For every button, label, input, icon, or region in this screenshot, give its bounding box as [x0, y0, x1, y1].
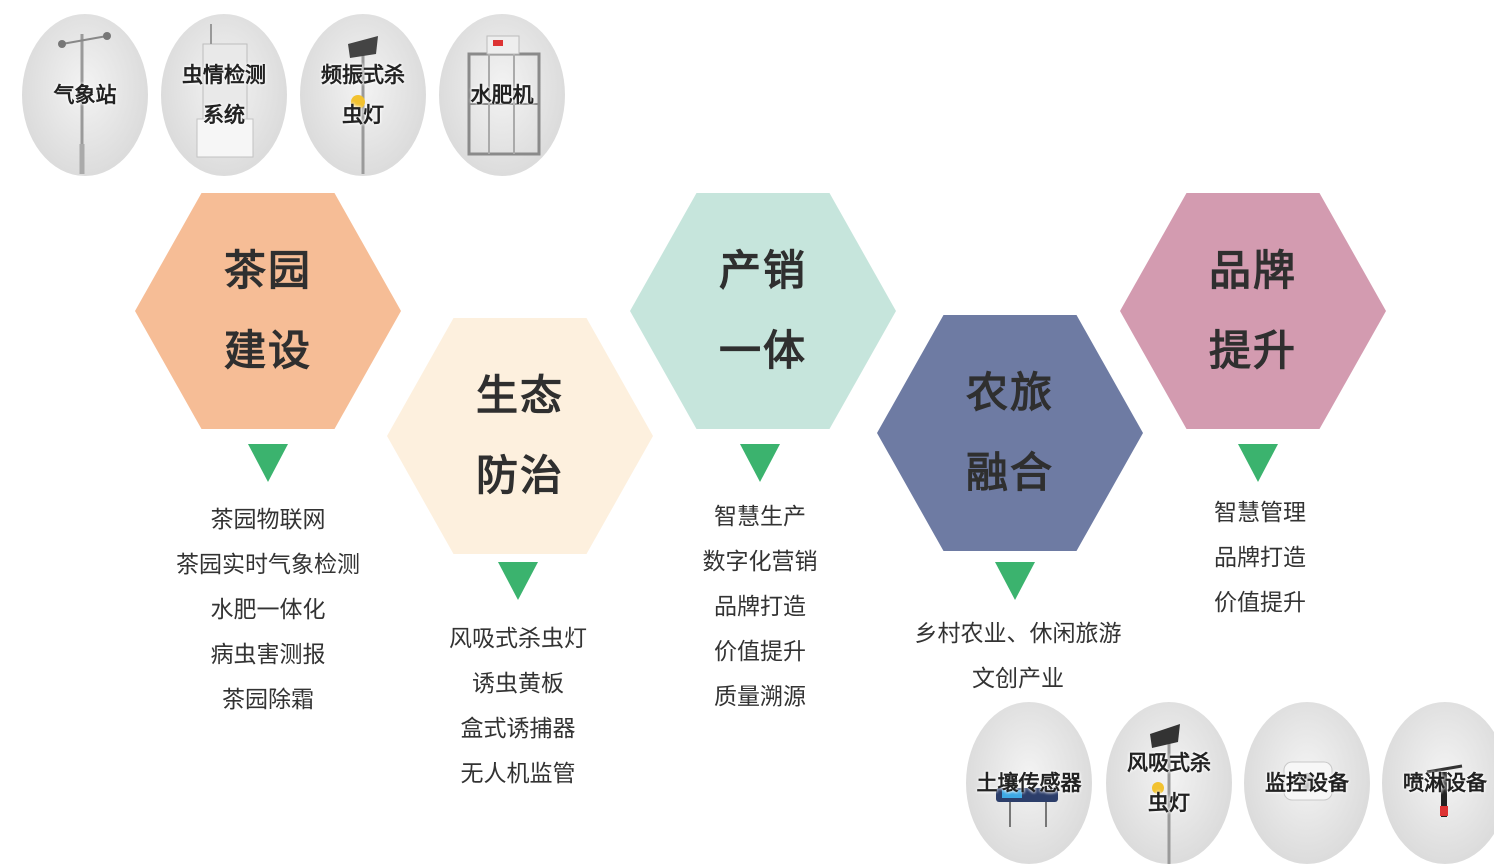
stage-title: 防治 [475, 451, 564, 500]
stage-hexagon-agri-tourism: 农旅 融合 [877, 315, 1143, 551]
device-insect-monitor: 虫情检测系统 [161, 14, 287, 176]
stage-title: 农旅 [965, 368, 1054, 417]
list-item: 无人机监管 [460, 761, 576, 787]
list-item: 智慧生产 [714, 504, 806, 530]
device-sprinkler: 喷淋设备 [1382, 702, 1494, 864]
list-item: 数字化营销 [702, 549, 818, 575]
stage-hexagon-brand-upgrade: 品牌 提升 [1120, 193, 1386, 429]
stage-hexagon-production-sales: 产销 一体 [630, 193, 896, 429]
device-insect-lamp: 频振式杀虫灯 [300, 14, 426, 176]
list-item: 价值提升 [714, 639, 806, 665]
down-arrow-icon [740, 444, 780, 482]
list-item: 智慧管理 [1214, 500, 1306, 526]
list-item: 品牌打造 [1214, 545, 1306, 571]
fertigation-machine-icon [467, 35, 541, 156]
device-weather-station: 气象站 [22, 14, 148, 176]
list-item: 风吸式杀虫灯 [449, 626, 587, 652]
stage-item-list: 智慧生产 数字化营销 品牌打造 价值提升 质量溯源 [610, 495, 910, 720]
device-label: 监控设备 [1265, 771, 1349, 795]
insect-monitor-icon [196, 24, 254, 158]
list-item: 价值提升 [1214, 590, 1306, 616]
device-label: 气象站 [53, 83, 117, 107]
suction-insect-lamp-icon [1150, 724, 1180, 864]
list-item: 质量溯源 [714, 684, 806, 710]
device-label: 虫情检测系统 [182, 63, 266, 127]
list-item: 茶园实时气象检测 [176, 552, 360, 578]
device-label: 风吸式杀虫灯 [1127, 751, 1211, 815]
list-item: 水肥一体化 [210, 597, 326, 623]
list-item: 文创产业 [972, 666, 1064, 692]
stage-title: 生态 [475, 371, 564, 420]
stage-title: 品牌 [1208, 246, 1297, 295]
stage-hexagon-tea-garden-construction: 茶园 建设 [135, 193, 401, 429]
list-item: 茶园物联网 [210, 507, 326, 533]
down-arrow-icon [498, 562, 538, 600]
list-item: 品牌打造 [714, 594, 806, 620]
device-soil-sensor: 土壤传感器 [966, 702, 1092, 864]
list-item: 乡村农业、休闲旅游 [914, 621, 1122, 647]
down-arrow-icon [248, 444, 288, 482]
device-fertigation: 水肥机 [439, 14, 565, 176]
stage-title: 产销 [718, 246, 807, 295]
stage-title: 建设 [223, 326, 312, 375]
device-suction-insect-lamp: 风吸式杀虫灯 [1106, 702, 1232, 864]
stage-title: 一体 [718, 326, 807, 375]
stage-item-list: 乡村农业、休闲旅游 文创产业 [868, 612, 1168, 702]
camera-icon [1283, 761, 1333, 801]
device-label: 土壤传感器 [976, 771, 1082, 795]
sprinkler-icon [1426, 764, 1463, 817]
list-item: 病虫害测报 [210, 642, 326, 668]
stage-title: 融合 [965, 448, 1054, 497]
stage-item-list: 风吸式杀虫灯 诱虫黄板 盒式诱捕器 无人机监管 [368, 617, 668, 797]
list-item: 茶园除霜 [222, 687, 314, 713]
device-label: 频振式杀虫灯 [321, 63, 405, 127]
device-label: 喷淋设备 [1403, 771, 1487, 795]
down-arrow-icon [995, 562, 1035, 600]
stage-item-list: 智慧管理 品牌打造 价值提升 [1110, 491, 1410, 626]
list-item: 盒式诱捕器 [460, 716, 576, 742]
stage-title: 茶园 [223, 246, 312, 295]
weather-station-icon [58, 32, 111, 174]
device-camera: 监控设备 [1244, 702, 1370, 864]
stage-title: 提升 [1208, 326, 1297, 375]
device-label: 水肥机 [470, 83, 534, 107]
stage-item-list: 茶园物联网 茶园实时气象检测 水肥一体化 病虫害测报 茶园除霜 [118, 498, 418, 723]
insect-lamp-icon [348, 36, 378, 174]
soil-sensor-icon [996, 788, 1058, 827]
down-arrow-icon [1238, 444, 1278, 482]
list-item: 诱虫黄板 [472, 671, 564, 697]
